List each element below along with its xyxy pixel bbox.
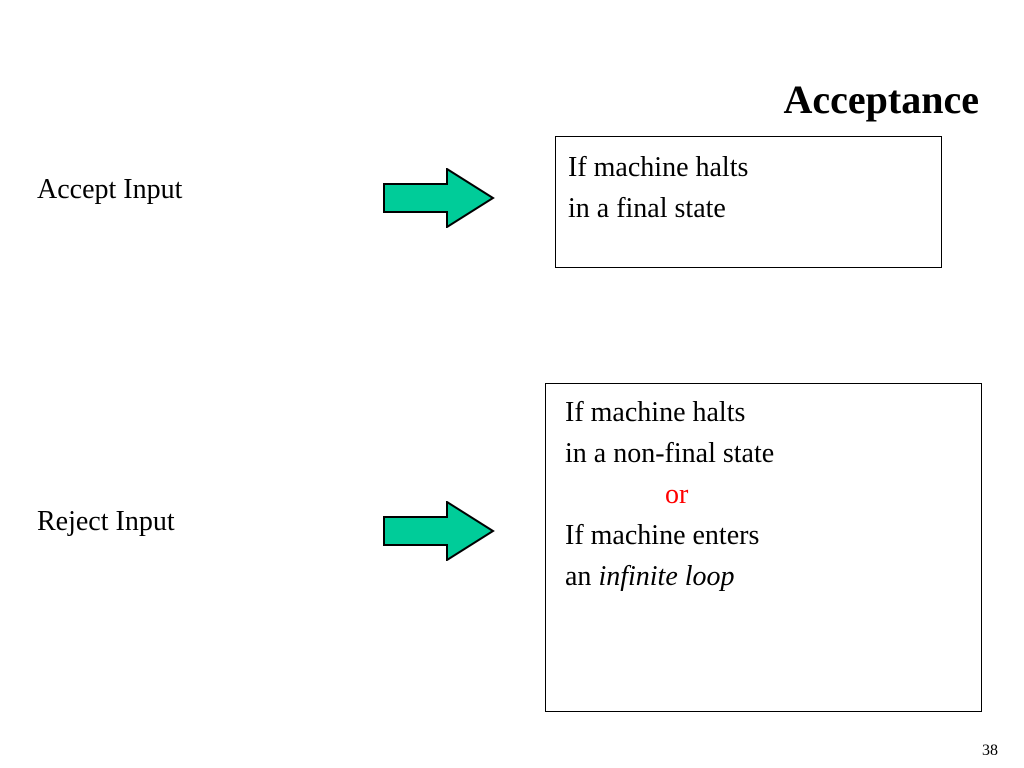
slide-title: Acceptance <box>783 77 979 122</box>
reject-arrow-shape <box>383 501 495 561</box>
reject-input-label: Reject Input <box>37 506 175 537</box>
accept-arrow-shape <box>383 168 495 228</box>
infinite-loop-prefix: an <box>565 561 599 592</box>
accept-condition-line: If machine halts <box>568 152 749 183</box>
accept-condition-line: in a final state <box>568 193 726 224</box>
infinite-loop-line: an infinite loop <box>565 556 981 597</box>
reject-arrow-icon <box>383 501 495 561</box>
or-connector: or <box>665 479 689 510</box>
accept-arrow-icon <box>383 168 495 228</box>
accept-condition-box: If machine halts in a final state <box>555 136 942 268</box>
reject-condition-line: If machine enters <box>565 520 760 551</box>
accept-input-label: Accept Input <box>37 174 183 205</box>
reject-condition-box: If machine halts in a non-final state or… <box>545 383 982 712</box>
reject-condition-line: in a non-final state <box>565 438 775 469</box>
slide-number: 38 <box>982 742 998 759</box>
infinite-loop-emphasis: infinite loop <box>598 561 735 592</box>
reject-condition-line: If machine halts <box>565 397 746 428</box>
